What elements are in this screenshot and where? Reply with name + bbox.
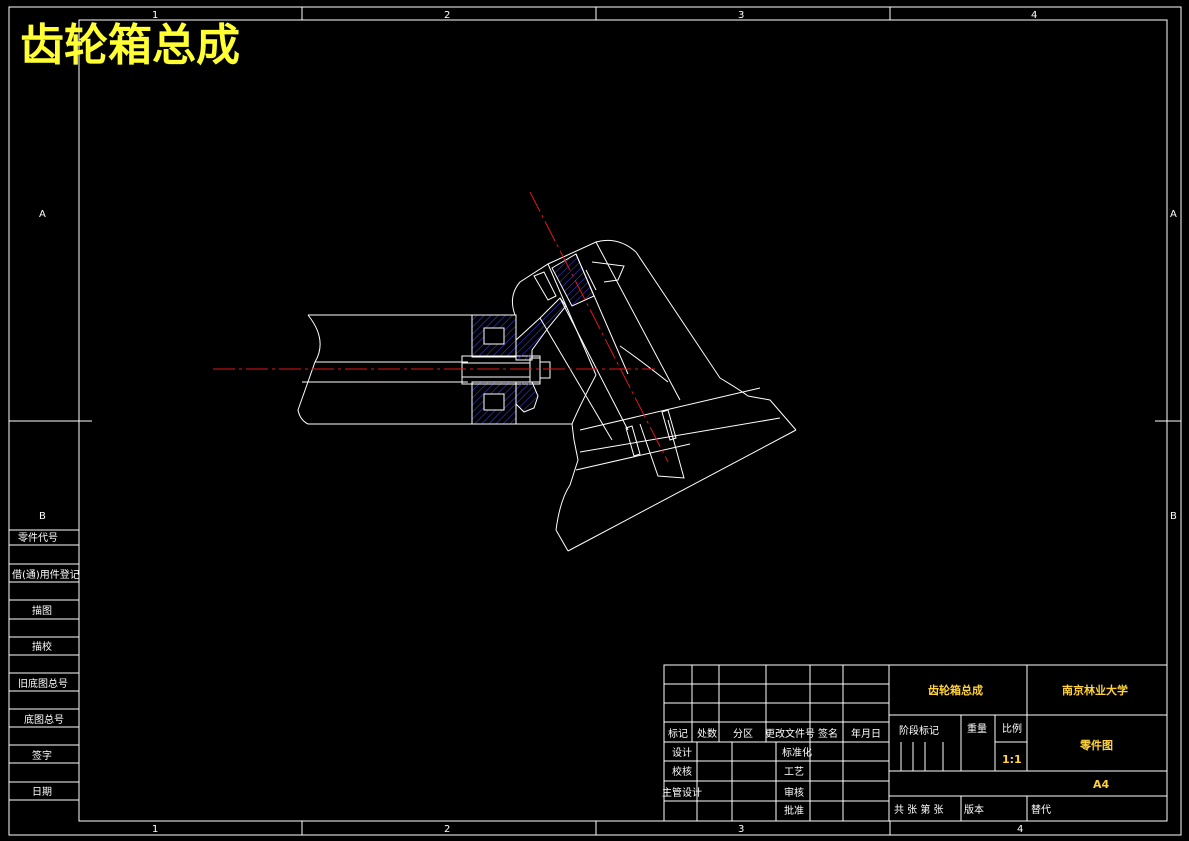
tb-drawing-name: 齿轮箱总成 (928, 683, 983, 697)
title-block-grid (663, 664, 1168, 822)
tb-rev-header-mark: 标记 (668, 728, 688, 740)
tb-review: 审核 (784, 786, 804, 799)
zone-row-a-right: A (1170, 209, 1177, 220)
zone-col-2-bottom: 2 (444, 824, 450, 835)
zone-row-b-left: B (39, 511, 46, 522)
strip-old-base-no: 旧底图总号 (18, 677, 68, 690)
tb-chief-design: 主管设计 (662, 786, 702, 799)
tb-rev-header-count: 处数 (697, 727, 717, 740)
angled-housing (511, 239, 797, 552)
strip-base-no: 底图总号 (24, 713, 64, 726)
left-strip-grid (9, 529, 79, 801)
gearbox-assembly-drawing (213, 191, 797, 552)
page-title: 齿轮箱总成 (20, 20, 240, 71)
centerline-angled (529, 191, 669, 463)
zone-ticks (9, 7, 1181, 835)
tb-doc-type: 零件图 (1079, 738, 1113, 752)
zone-col-3-top: 3 (738, 10, 744, 21)
shaft-nut (461, 355, 551, 385)
zone-col-1-top: 1 (152, 10, 158, 21)
zone-col-3-bottom: 3 (738, 824, 744, 835)
bearing-lower (471, 381, 517, 425)
tb-paper-size: A4 (1093, 778, 1110, 791)
strip-trace-check: 描校 (32, 640, 52, 653)
zone-col-1-bottom: 1 (152, 824, 158, 835)
tb-version-label: 版本 (964, 803, 984, 816)
tb-design: 设计 (672, 746, 692, 759)
bevel-gear-left (515, 297, 567, 361)
zone-col-2-top: 2 (444, 10, 450, 21)
zone-row-a-left: A (39, 209, 46, 220)
tb-sheets-label: 共 张 第 张 (894, 803, 944, 816)
tb-scale-value: 1:1 (1002, 753, 1022, 766)
tb-stage-label: 阶段标记 (899, 724, 939, 737)
strip-borrowed-register: 借(通)用件登记 (12, 568, 80, 581)
tb-standardization: 标准化 (782, 746, 812, 759)
zone-col-4-bottom: 4 (1017, 824, 1023, 835)
tb-process: 工艺 (784, 766, 804, 778)
tb-rev-header-zone: 分区 (733, 728, 753, 740)
strip-part-code: 零件代号 (18, 532, 58, 544)
bearing-upper (471, 314, 517, 358)
strip-signature: 签字 (32, 749, 52, 762)
outer-border (8, 6, 1182, 836)
tb-rev-header-sign: 签名 (818, 727, 838, 740)
tb-scale-label: 比例 (1002, 722, 1022, 735)
tb-check: 校核 (672, 765, 692, 778)
bevel-gear-left-lower (515, 381, 539, 413)
strip-tracing: 描图 (32, 604, 52, 617)
tb-rev-header-date: 年月日 (851, 727, 881, 740)
zone-col-4-top: 4 (1031, 10, 1037, 21)
tb-approve: 批准 (784, 804, 804, 817)
strip-date: 日期 (32, 786, 52, 798)
tb-organization: 南京林业大学 (1062, 683, 1128, 697)
tb-weight-label: 重量 (967, 722, 987, 735)
zone-row-b-right: B (1170, 511, 1177, 522)
tb-rev-header-docno: 更改文件号 (765, 727, 815, 740)
tb-replace-label: 替代 (1031, 803, 1051, 816)
